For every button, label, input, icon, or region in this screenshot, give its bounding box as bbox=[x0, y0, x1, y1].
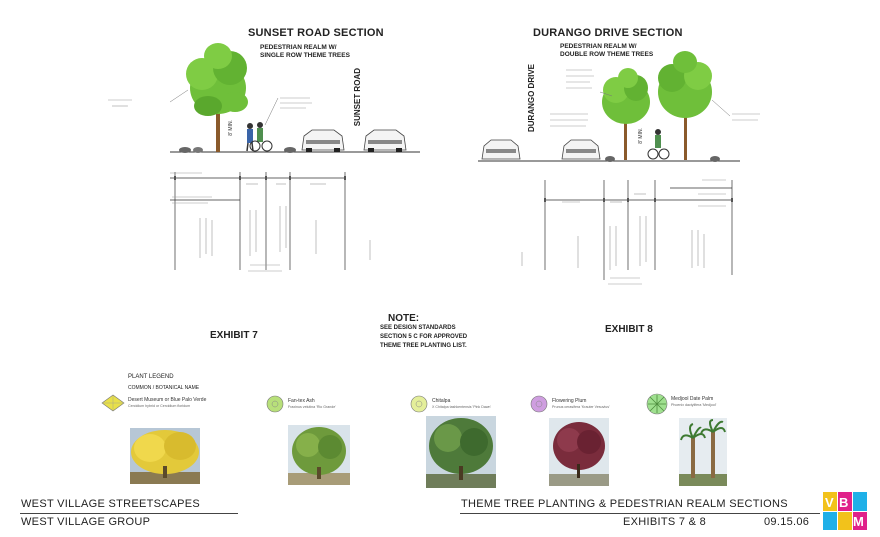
note-line-3: THEME TREE PLANTING LIST. bbox=[380, 343, 467, 349]
plant-legend-heading: PLANT LEGEND bbox=[128, 374, 174, 380]
sunset-car-1 bbox=[301, 129, 345, 152]
plant-botanical: X Chitalpa tashkentensis 'Pink Dawn' bbox=[432, 405, 492, 409]
flowering-plum-symbol-icon bbox=[530, 395, 548, 413]
project-title: WEST VILLAGE STREETSCAPES bbox=[21, 498, 201, 510]
fan-tex-ash-photo bbox=[288, 425, 350, 485]
palo-verde-photo bbox=[130, 428, 200, 484]
sunset-section-subtitle-1: PEDESTRIAN REALM W/ bbox=[260, 44, 337, 51]
durango-min-width: 8' MIN. bbox=[638, 128, 644, 144]
sheet-exhibits: EXHIBITS 7 & 8 bbox=[623, 516, 707, 528]
plant-name: Fan-tex Ash bbox=[288, 398, 315, 404]
note-heading: NOTE: bbox=[388, 313, 420, 324]
svg-text:B: B bbox=[839, 495, 848, 510]
durango-section-title: DURANGO DRIVE SECTION bbox=[533, 27, 683, 39]
svg-text:M: M bbox=[853, 514, 864, 529]
date-palm-symbol-icon bbox=[646, 393, 668, 415]
plant-botanical: Cercidium hybrid or Cercidium floridum bbox=[128, 404, 191, 408]
plant-botanical: Phoenix dactylifera 'Medjool' bbox=[671, 403, 717, 407]
note-line-1: SEE DESIGN STANDARDS bbox=[380, 325, 456, 331]
flowering-plum-photo bbox=[549, 418, 609, 486]
vbm-logo: V B M bbox=[823, 492, 867, 530]
sunset-theme-tree bbox=[186, 43, 248, 152]
svg-text:V: V bbox=[825, 495, 834, 510]
footer-divider-right bbox=[460, 513, 820, 514]
sheet-title: THEME TREE PLANTING & PEDESTRIAN REALM S… bbox=[461, 498, 788, 510]
durango-car-1 bbox=[481, 139, 521, 160]
plant-botanical: Prunus cerasifera 'Krauter Vesuvius' bbox=[552, 405, 610, 409]
plant-name: Desert Museum or Blue Palo Verde bbox=[128, 397, 207, 403]
project-owner: WEST VILLAGE GROUP bbox=[21, 516, 151, 528]
sunset-section-drawing bbox=[108, 43, 420, 272]
note-line-2: SECTION 5 C FOR APPROVED bbox=[380, 334, 468, 340]
palo-verde-symbol-icon bbox=[101, 394, 125, 412]
sunset-min-width: 8' MIN. bbox=[228, 120, 234, 136]
sunset-road-label: SUNSET ROAD bbox=[353, 68, 362, 127]
durango-car-2 bbox=[561, 139, 601, 160]
sheet-date: 09.15.06 bbox=[764, 516, 810, 528]
plant-name: Chitalpa bbox=[432, 398, 451, 404]
sunset-car-2 bbox=[363, 129, 407, 152]
durango-section-subtitle-1: PEDESTRIAN REALM W/ bbox=[560, 43, 637, 50]
fan-tex-ash-symbol-icon bbox=[266, 395, 284, 413]
date-palm-photo bbox=[679, 418, 727, 486]
durango-pedestrian bbox=[647, 129, 670, 160]
chitalpa-photo bbox=[426, 416, 496, 488]
durango-theme-tree-1 bbox=[602, 68, 650, 160]
sunset-pedestrians bbox=[246, 122, 273, 152]
durango-theme-tree-2 bbox=[658, 51, 712, 160]
exhibit-7-label: EXHIBIT 7 bbox=[210, 330, 258, 341]
durango-road-label: DURANGO DRIVE bbox=[527, 64, 536, 133]
plant-name: Medjool Date Palm bbox=[671, 396, 714, 402]
durango-section-subtitle-2: DOUBLE ROW THEME TREES bbox=[560, 51, 654, 58]
sunset-section-title: SUNSET ROAD SECTION bbox=[248, 27, 384, 39]
sunset-section-subtitle-2: SINGLE ROW THEME TREES bbox=[260, 52, 350, 59]
chitalpa-symbol-icon bbox=[410, 395, 428, 413]
footer-divider-left bbox=[20, 513, 238, 514]
exhibit-8-label: EXHIBIT 8 bbox=[605, 324, 653, 335]
durango-section-drawing bbox=[478, 51, 760, 285]
plant-name: Flowering Plum bbox=[552, 398, 587, 404]
plant-botanical: Fraxinus velutina 'Rio Grande' bbox=[288, 405, 336, 409]
plant-legend-subheading: COMMON / BOTANICAL NAME bbox=[128, 385, 200, 391]
design-note: NOTE: SEE DESIGN STANDARDS SECTION 5 C F… bbox=[380, 313, 467, 351]
